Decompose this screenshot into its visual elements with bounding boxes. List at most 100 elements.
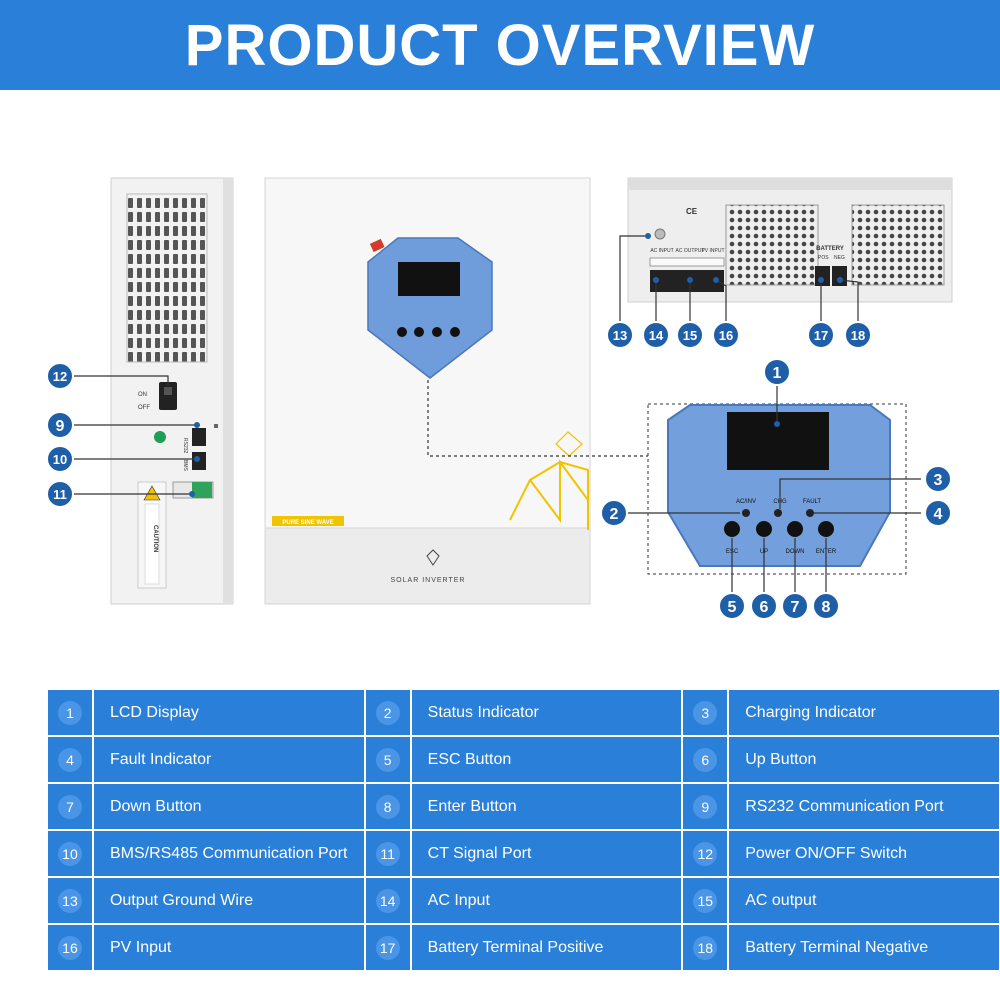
callout-7: 7 [781, 592, 809, 620]
front-view: PURE SINE WAVE SOLAR INVERTER [264, 177, 591, 605]
callout-6: 6 [750, 592, 778, 620]
callout-8: 8 [812, 592, 840, 620]
legend-label: Battery Terminal Positive [410, 924, 683, 971]
legend-number-cell: 1 [47, 689, 93, 736]
esc-button [724, 521, 740, 537]
neg-label: NEG [834, 255, 845, 261]
down-button [787, 521, 803, 537]
pv-input-label: PV INPUT [701, 248, 724, 254]
svg-text:8: 8 [822, 599, 831, 616]
leader-lines [72, 233, 921, 593]
legend-number-badge: 16 [57, 935, 82, 960]
svg-text:14: 14 [649, 328, 664, 343]
legend-label: CT Signal Port [410, 830, 683, 877]
legend-number-cell: 15 [682, 877, 729, 924]
front-lcd [398, 262, 460, 296]
legend-label: Up Button [728, 736, 1000, 783]
legend-label: AC Input [410, 877, 683, 924]
legend-label: Enter Button [410, 783, 683, 830]
battery-pos-terminal [815, 266, 830, 286]
svg-text:4: 4 [934, 506, 943, 523]
callout-16: 16 [712, 321, 740, 349]
callout-3: 3 [924, 465, 952, 493]
terminal-block [650, 270, 724, 292]
svg-text:1: 1 [773, 365, 782, 382]
legend-label: Fault Indicator [92, 736, 365, 783]
legend-label: Output Ground Wire [92, 877, 365, 924]
svg-text:10: 10 [53, 452, 67, 467]
legend-label: RS232 Communication Port [728, 783, 1000, 830]
fault-indicator-label: FAULT [803, 499, 822, 505]
callout-12: 12 [46, 362, 74, 390]
legend-label: Power ON/OFF Switch [728, 830, 1000, 877]
legend-label: Down Button [92, 783, 365, 830]
svg-text:15: 15 [683, 328, 697, 343]
battery-label: BATTERY [816, 246, 844, 252]
legend-label: LCD Display [92, 689, 365, 736]
legend-number-cell: 4 [47, 736, 93, 783]
rs232-label: RS232 [182, 438, 188, 454]
callout-9: 9 [46, 411, 74, 439]
legend-number-badge: 7 [57, 794, 82, 819]
svg-text:13: 13 [613, 328, 627, 343]
front-red-indicator [369, 238, 385, 253]
legend-number-cell: 10 [47, 830, 93, 877]
caution-label: CAUTION [152, 525, 158, 552]
legend-label: PV Input [92, 924, 365, 971]
lcd-display [727, 412, 829, 470]
legend-number-cell: 9 [682, 783, 729, 830]
callout-18: 18 [844, 321, 872, 349]
fan-left [725, 204, 819, 286]
legend-label: Charging Indicator [728, 689, 1000, 736]
svg-text:5: 5 [728, 599, 737, 616]
legend-number-badge: 6 [693, 747, 718, 772]
legend-number-cell: 2 [364, 689, 411, 736]
pure-sine-label: PURE SINE WAVE [282, 520, 333, 526]
legend-number-cell: 11 [364, 830, 411, 877]
side-vent [126, 193, 208, 363]
legend-label: Battery Terminal Negative [728, 924, 1000, 971]
callout-17: 17 [807, 321, 835, 349]
battery-neg-terminal [832, 266, 847, 286]
callout-11: 11 [46, 480, 74, 508]
svg-text:6: 6 [760, 599, 769, 616]
callout-14: 14 [642, 321, 670, 349]
brand-label: SOLAR INVERTER [391, 577, 466, 584]
legend-number-badge: 18 [693, 935, 718, 960]
ac-output-label: AC OUTPUT [676, 248, 705, 254]
title-banner: PRODUCT OVERVIEW [0, 0, 1000, 90]
pos-label: POS [818, 255, 829, 261]
legend-number-cell: 3 [682, 689, 729, 736]
svg-text:11: 11 [53, 487, 67, 502]
ac-inv-indicator-label: AC/INV [736, 499, 756, 505]
legend-number-badge: 17 [375, 935, 400, 960]
ce-mark: CE [686, 207, 698, 216]
legend-number-badge: 13 [57, 888, 82, 913]
legend-number-cell: 18 [682, 924, 729, 971]
page-title: PRODUCT OVERVIEW [184, 12, 816, 78]
legend-number-cell: 13 [47, 877, 93, 924]
legend-label: BMS/RS485 Communication Port [92, 830, 365, 877]
callout-4: 4 [924, 499, 952, 527]
bottom-view: CE AC INPUT AC OUTPUT PV INPUT BATTERY P… [627, 177, 953, 303]
callout-5: 5 [718, 592, 746, 620]
up-button [756, 521, 772, 537]
switch-off-label: OFF [138, 405, 150, 411]
product-illustration: ON OFF RS232 BMS CAUTION PURE SINE WAVE … [46, 177, 953, 620]
legend-number-cell: 8 [364, 783, 411, 830]
legend-number-cell: 17 [364, 924, 411, 971]
legend-number-badge: 11 [375, 841, 400, 866]
svg-text:7: 7 [791, 599, 800, 616]
svg-text:16: 16 [719, 328, 733, 343]
ct-port [192, 482, 212, 498]
svg-text:17: 17 [814, 328, 828, 343]
svg-text:18: 18 [851, 328, 865, 343]
callout-15: 15 [676, 321, 704, 349]
ground-mark [154, 431, 166, 443]
legend-number-badge: 5 [375, 747, 400, 772]
